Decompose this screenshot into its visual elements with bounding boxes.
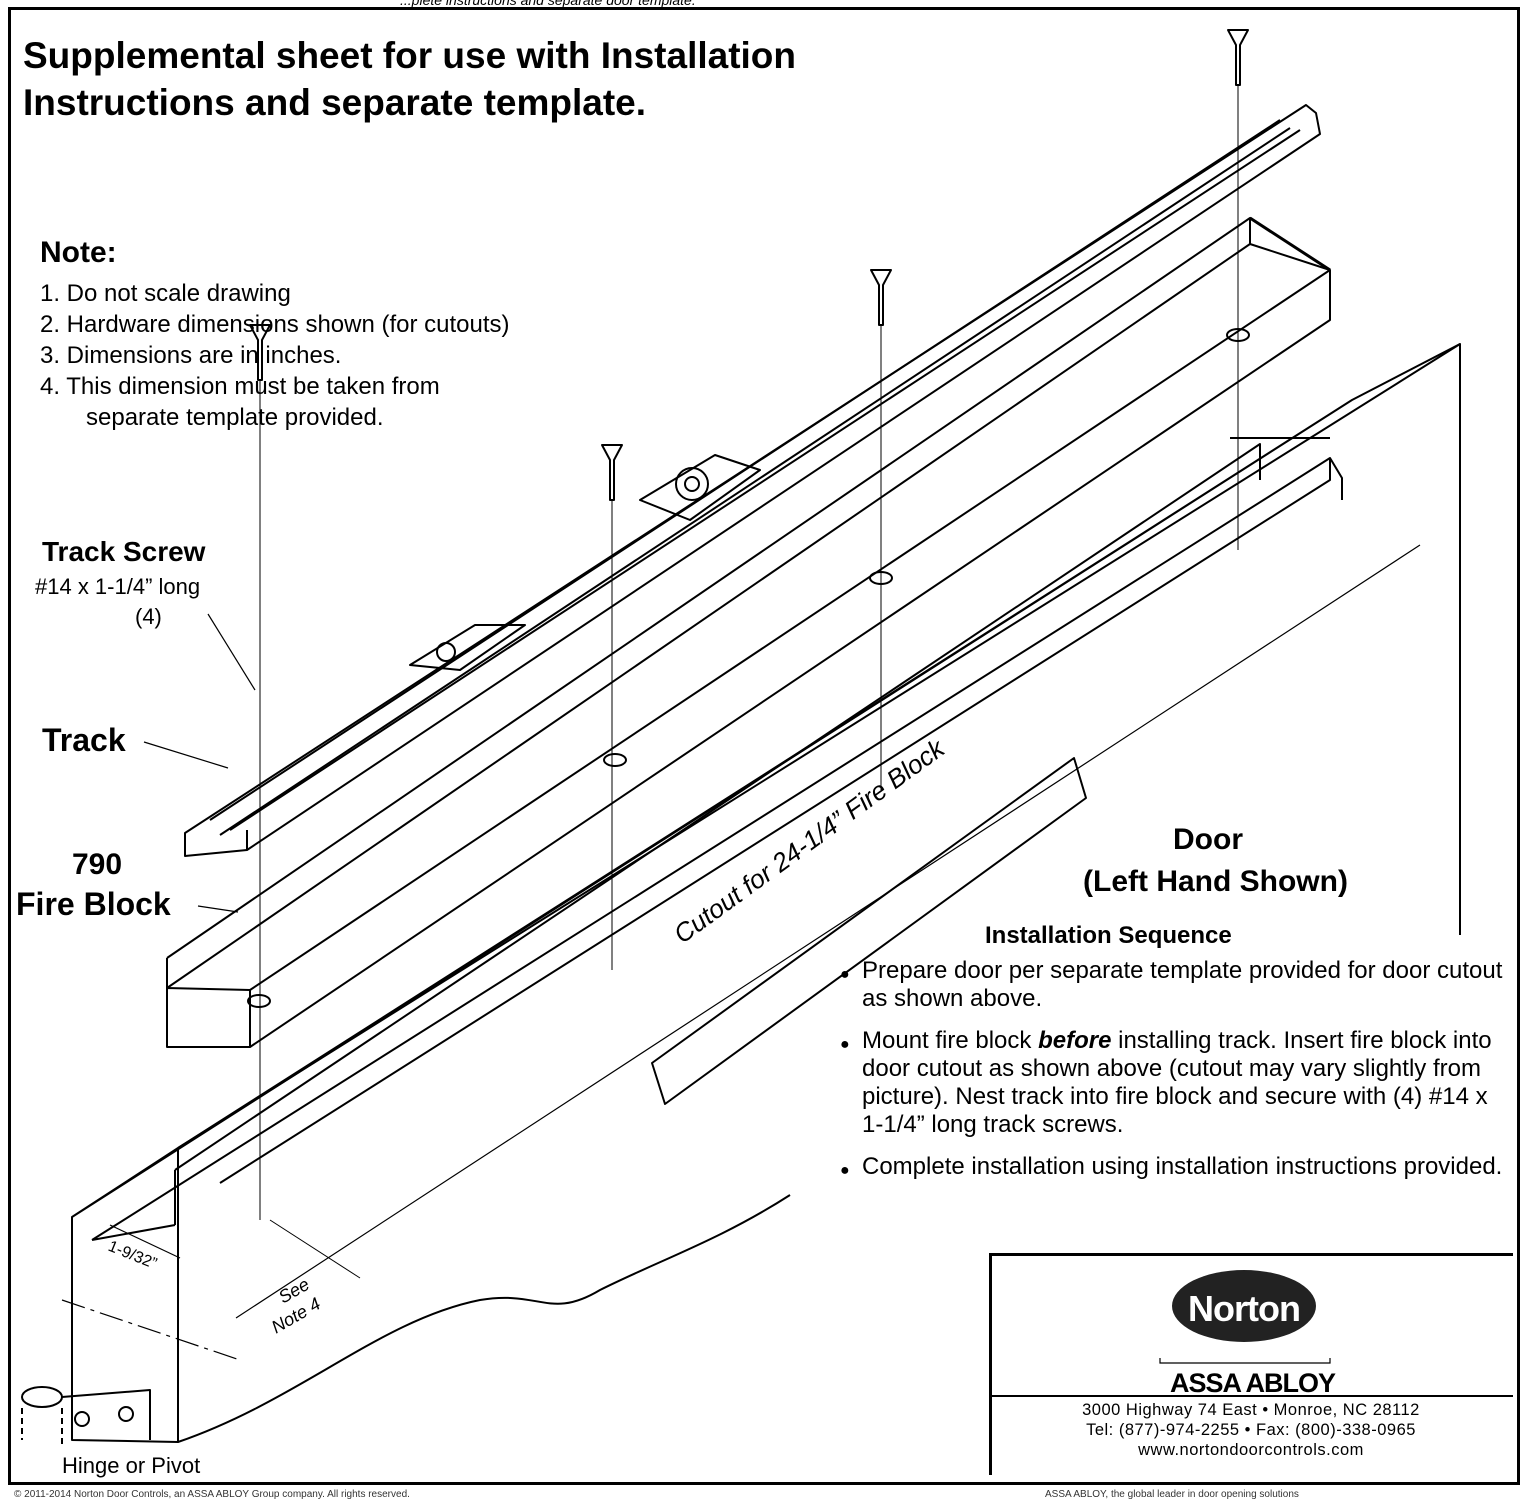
- sequence-step-1: ● Prepare door per separate template pro…: [840, 957, 1510, 1013]
- track-screw-label: Track Screw: [42, 536, 206, 567]
- door-hand-label: (Left Hand Shown): [1083, 865, 1348, 898]
- note-item-3: 3. Dimensions are in inches.: [40, 342, 342, 369]
- track-screw-size: #14 x 1-1/4” long: [35, 574, 201, 599]
- screw-2: [601, 444, 623, 970]
- note-item-1: 1. Do not scale drawing: [40, 280, 291, 307]
- page-title: Supplemental sheet for use with Installa…: [23, 32, 796, 126]
- fire-block-number: 790: [72, 848, 123, 881]
- sequence-step-1-text: Prepare door per separate template provi…: [862, 957, 1503, 1012]
- title-line-1: Supplemental sheet for use with Installa…: [23, 35, 797, 76]
- step2-emphasis: before: [1038, 1027, 1112, 1054]
- footer-tagline: ASSA ABLOY, the global leader in door op…: [1045, 1489, 1299, 1500]
- sequence-step-2-text: Mount fire block before installing track…: [862, 1027, 1510, 1139]
- screw-4: [1227, 29, 1249, 550]
- sequence-step-2: ● Mount fire block before installing tra…: [840, 1027, 1510, 1139]
- note-item-2: 2. Hardware dimensions shown (for cutout…: [40, 311, 510, 338]
- bullet-icon: ●: [840, 1162, 850, 1179]
- note-heading: Note:: [40, 236, 117, 269]
- norton-logo-oval: [1172, 1270, 1316, 1342]
- hinge-label: Hinge or Pivot: [62, 1453, 201, 1478]
- header-cut-text: ...plete instructions and separate door …: [400, 0, 696, 8]
- track-label: Track: [42, 722, 126, 758]
- track-screw-qty: (4): [135, 604, 162, 629]
- screw-3: [870, 269, 892, 790]
- sequence-heading: Installation Sequence: [985, 922, 1232, 949]
- bullet-icon: ●: [840, 1036, 850, 1053]
- title-line-2: Instructions and separate template.: [23, 82, 647, 123]
- address-block: 3000 Highway 74 East • Monroe, NC 28112 …: [989, 1395, 1513, 1460]
- fire-block-label: Fire Block: [16, 886, 171, 922]
- sequence-list: ● Prepare door per separate template pro…: [840, 957, 1510, 1199]
- step2-pre: Mount fire block: [862, 1027, 1039, 1054]
- door-cutout: [91, 437, 1331, 1241]
- footer-copyright: © 2011-2014 Norton Door Controls, an ASS…: [14, 1489, 410, 1500]
- note-item-4: 4. This dimension must be taken from: [40, 373, 440, 400]
- sequence-step-3: ● Complete installation using installati…: [840, 1153, 1510, 1185]
- norton-logo: Norton: [1188, 1288, 1301, 1329]
- hinge: [21, 1408, 63, 1445]
- sheet-border: [8, 7, 1520, 1485]
- assa-abloy-logo: ASSA ABLOY: [1170, 1368, 1336, 1398]
- bullet-icon: ●: [840, 966, 850, 983]
- note-item-4-cont: separate template provided.: [86, 404, 384, 431]
- door-break: [177, 1194, 791, 1443]
- cutout-label-box: [651, 757, 1087, 1105]
- phone-line: Tel: (877)-974-2255 • Fax: (800)-338-096…: [1086, 1421, 1416, 1439]
- door-label: Door: [1173, 823, 1243, 856]
- address-line: 3000 Highway 74 East • Monroe, NC 28112: [1082, 1401, 1420, 1419]
- note-list: 1. Do not scale drawing 2. Hardware dime…: [40, 278, 510, 433]
- track: [184, 104, 1321, 857]
- website-link[interactable]: www.nortondoorcontrols.com: [1138, 1441, 1364, 1459]
- sequence-step-3-text: Complete installation using installation…: [862, 1153, 1503, 1180]
- screw-1: [249, 324, 271, 1220]
- carriage-1: [409, 624, 526, 671]
- step2-post: installing track. Insert fire block into…: [862, 1027, 1492, 1138]
- carriage-2: [639, 454, 761, 521]
- brand-box: [989, 1253, 1513, 1475]
